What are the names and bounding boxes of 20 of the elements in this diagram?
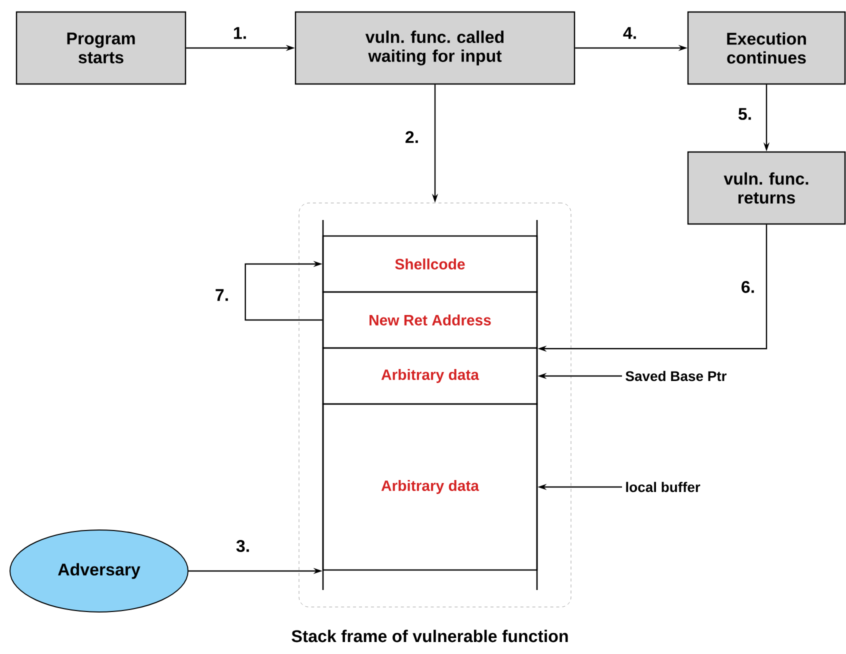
stack-cell: New Ret Address xyxy=(322,291,538,349)
edge-label: 3. xyxy=(236,540,249,552)
process-box: Execution continues xyxy=(687,11,846,85)
edge-label: 7. xyxy=(216,289,228,301)
edge-label: 5. xyxy=(738,108,751,120)
arrow xyxy=(244,260,322,321)
title: Stack frame of vulnerable function xyxy=(292,630,568,642)
edge-label: 4. xyxy=(623,27,636,39)
edge-label: 2. xyxy=(406,131,418,143)
stack-cell: Shellcode xyxy=(322,235,538,293)
annotation-text: local buffer xyxy=(626,482,700,492)
stack-frame-box xyxy=(298,202,572,608)
stack-cell: Arbitrary data xyxy=(322,403,538,571)
annotation-text: Saved Base Ptr xyxy=(626,370,727,382)
edge-label: 6. xyxy=(742,281,754,293)
edge-label: 1. xyxy=(234,27,246,39)
process-box: vuln. func. returns xyxy=(687,151,846,225)
process-box: Program starts xyxy=(16,11,186,85)
stack-cell: Arbitrary data xyxy=(322,347,538,405)
process-box: vuln. func. called waiting for input xyxy=(294,11,576,85)
